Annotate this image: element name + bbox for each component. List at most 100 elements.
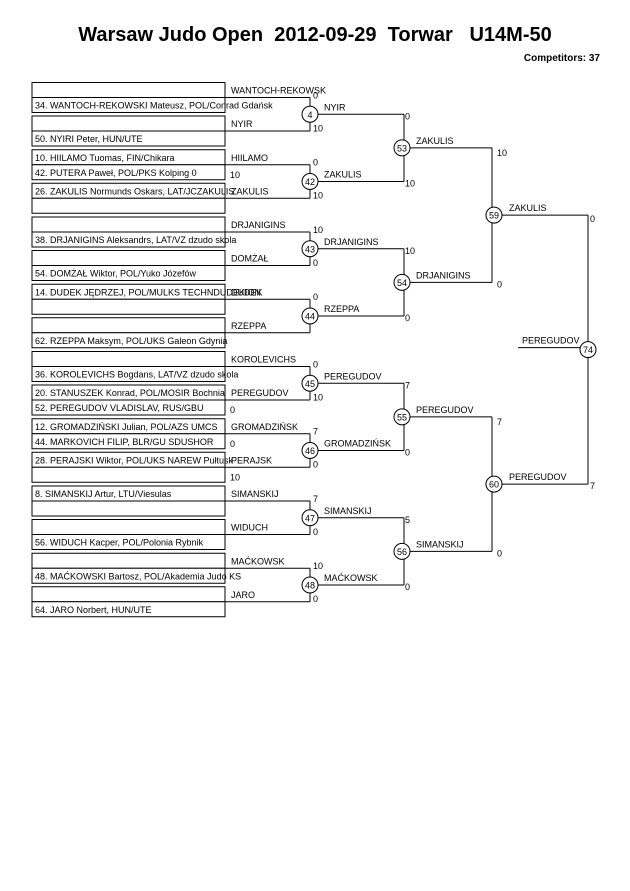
score: 10 <box>313 191 323 201</box>
score: 10 <box>230 472 240 482</box>
competitor-entry: 64. JARO Norbert, HUN/UTE <box>35 605 152 615</box>
score: 10 <box>313 123 323 133</box>
competitor-box <box>31 552 226 569</box>
competitor-box <box>31 317 226 334</box>
score: 0 <box>405 582 410 592</box>
bracket-name: ZAKULIS <box>231 186 269 196</box>
competitor-entry: 62. RZEPPA Maksym, POL/UKS Galeon Gdynia <box>35 336 227 346</box>
score: 10 <box>230 170 240 180</box>
match-number: 42 <box>305 177 315 187</box>
competitor-box <box>31 216 226 233</box>
bracket-name: WANTOCH-REKOWSK <box>231 86 326 96</box>
competitor-box <box>31 519 226 535</box>
competitor-entry: 38. DRJANIGINS Aleksandrs, LAT/VZ dzudo … <box>35 235 236 245</box>
score: 0 <box>497 279 502 289</box>
score: 10 <box>405 246 415 256</box>
competitor-entry: 44. MARKOVICH FILIP, BLR/GU SDUSHOR <box>35 437 214 447</box>
match-number: 46 <box>305 446 315 456</box>
score: 10 <box>313 225 323 235</box>
bracket-name: ZAKULIS <box>324 170 362 180</box>
score: 10 <box>405 179 415 189</box>
competitor-entry: 20. STANUSZEK Konrad, POL/MOSIR Bochnia <box>35 388 225 398</box>
score: 0 <box>313 158 318 168</box>
competitor-box <box>31 351 226 367</box>
bracket-name: KOROLEVICHS <box>231 355 296 365</box>
competitor-entry: 48. MAĆKOWSKI Bartosz, POL/Akademia Judo… <box>35 571 241 581</box>
competitor-box <box>31 332 226 349</box>
score: 10 <box>313 561 323 571</box>
match-number-circle <box>579 341 597 359</box>
bracket-name: DRJANIGINS <box>231 220 286 230</box>
bracket-name: PEREGUDOV <box>324 371 382 381</box>
bracket-name: DRJANIGINS <box>324 237 379 247</box>
bracket-name: PEREGUDOV <box>416 405 474 415</box>
match-number: 59 <box>489 211 499 221</box>
score: 0 <box>313 90 318 100</box>
bracket-name: SIMANSKIJ <box>324 506 372 516</box>
competitor-box <box>31 399 226 416</box>
match-number: 53 <box>397 143 407 153</box>
competitor-box <box>31 567 226 584</box>
score: 7 <box>405 380 410 390</box>
competitor-entry: 8. SIMANSKIJ Artur, LTU/Viesulas <box>35 489 172 499</box>
match-number: 56 <box>397 547 407 557</box>
competitor-entry: 50. NYIRI Peter, HUN/UTE <box>35 134 143 144</box>
score: 0 <box>230 439 235 449</box>
competitor-box <box>31 97 226 113</box>
bracket-name: RZEPPA <box>324 304 359 314</box>
competitor-box <box>31 82 226 98</box>
match-number: 55 <box>397 412 407 422</box>
competitors-count: Competitors: 37 <box>523 53 600 64</box>
score: 0 <box>405 448 410 458</box>
score: 0 <box>497 548 502 558</box>
competitor-box <box>31 265 226 281</box>
competitor-box <box>31 433 226 450</box>
bracket-name: SIMANSKIJ <box>416 539 464 549</box>
score: 0 <box>313 258 318 268</box>
bracket-name: DUDEK <box>231 287 263 297</box>
competitor-entry: 10. HIILAMO Tuomas, FIN/Chikara <box>35 153 175 163</box>
competitor-box <box>31 500 226 517</box>
match-number: 45 <box>305 379 315 389</box>
bracket-name: JARO <box>231 590 255 600</box>
competitor-entry: 14. DUDEK JĘDRZEJ, POL/MULKS TECHNDUDEKI… <box>35 287 261 297</box>
match-number: 4 <box>307 110 312 120</box>
competitor-entry: 34. WANTOCH-REKOWSKI Mateusz, POL/Conrad… <box>35 101 273 111</box>
bracket-name: ZAKULIS <box>509 203 547 213</box>
match-number: 44 <box>305 312 315 322</box>
match-number: 60 <box>489 480 499 490</box>
competitor-box <box>31 601 226 618</box>
score: 0 <box>313 292 318 302</box>
bracket-name: NYIR <box>324 102 346 112</box>
bracket-name: GROMADZIŃSK <box>324 439 391 449</box>
competitor-entry: 28. PERAJSKI Wiktor, POL/UKS NAREW Pułtu… <box>35 455 234 465</box>
competitor-entry: 36. KOROLEVICHS Bogdans, LAT/VZ dzudo sk… <box>35 370 238 380</box>
score: 7 <box>497 417 502 427</box>
bracket-name: MAĆKOWSK <box>324 573 378 583</box>
bracket-name: PEREGUDOV <box>522 336 580 346</box>
score: 0 <box>405 111 410 121</box>
score: 10 <box>497 148 507 158</box>
competitor-box <box>31 298 226 315</box>
score: 0 <box>313 460 318 470</box>
score: 7 <box>590 481 595 491</box>
bracket-name: ZAKULIS <box>416 136 454 146</box>
score: 0 <box>313 527 318 537</box>
match-number: 54 <box>397 278 407 288</box>
score: 0 <box>405 313 410 323</box>
bracket-name: MAĆKOWSK <box>231 556 285 566</box>
bracket-name: WIDUCH <box>231 523 268 533</box>
bracket-name: SIMANSKIJ <box>231 489 279 499</box>
competitor-box <box>31 466 226 483</box>
competitor-entry: 52. PEREGUDOV VLADISLAV, RUS/GBU <box>35 403 204 413</box>
match-number: 74 <box>583 345 593 355</box>
competitor-box <box>31 115 226 132</box>
match-number: 48 <box>305 581 315 591</box>
competitor-box <box>31 366 226 382</box>
competitor-box <box>31 586 226 603</box>
score: 7 <box>313 427 318 437</box>
competitor-entry: 54. DOMŻAŁ Wiktor, POL/Yuko Józefów <box>35 269 197 279</box>
score: 10 <box>313 392 323 402</box>
competitor-box <box>31 197 226 214</box>
